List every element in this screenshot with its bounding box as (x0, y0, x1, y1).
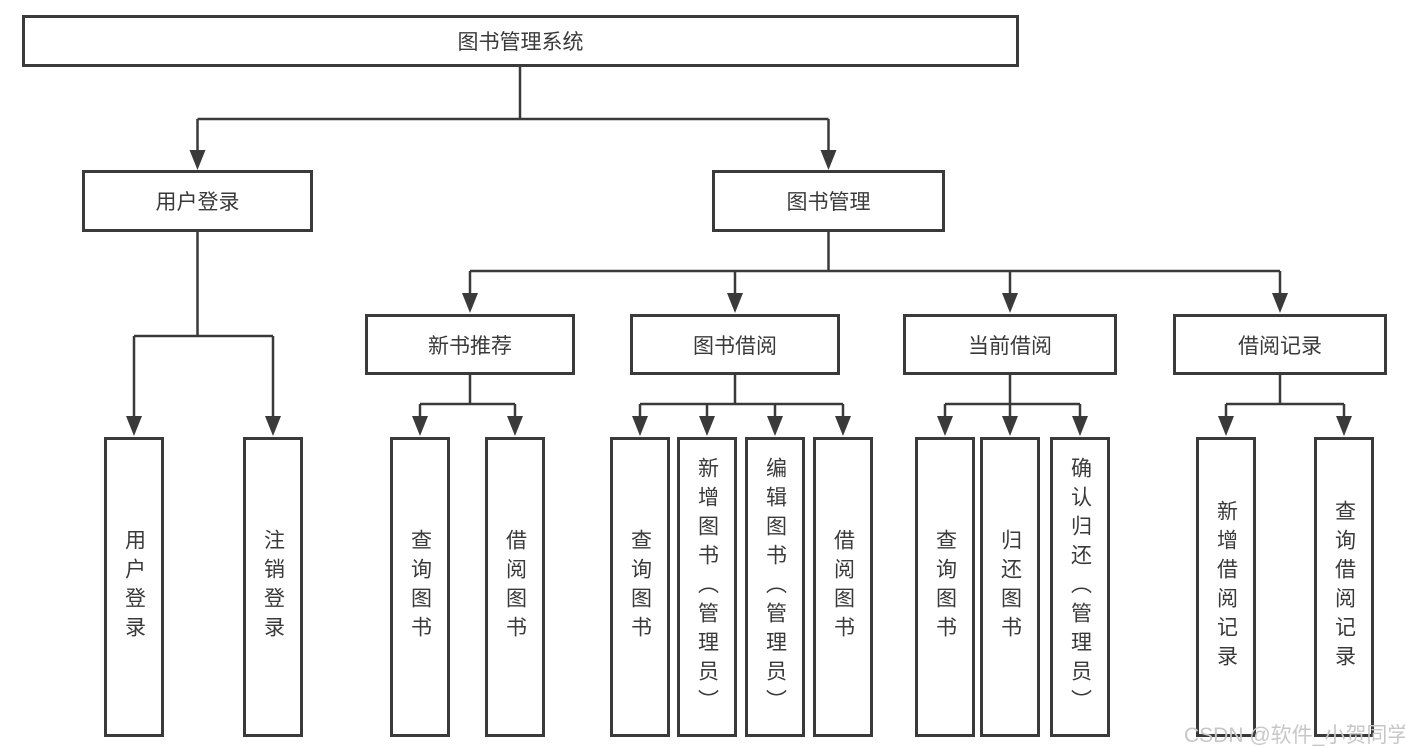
leaf-label: 查询图书 (628, 529, 652, 645)
leaf-label: 借阅图书 (831, 529, 855, 645)
leaf-label: 查询图书 (408, 529, 432, 645)
leaf-confirm-return-admin: 确认归还（管理员） (1050, 437, 1110, 737)
leaf-label: 查询借阅记录 (1332, 500, 1356, 674)
leaf-query-books-borrow: 查询图书 (610, 437, 670, 737)
leaf-label: 注销登录 (261, 529, 285, 645)
leaf-query-books-recommend: 查询图书 (390, 437, 450, 737)
csdn-watermark: CSDN @软件_小贺同学 (1184, 724, 1405, 747)
node-book-borrow: 图书借阅 (630, 314, 840, 375)
leaf-label: 编辑图书（管理员） (763, 456, 787, 718)
leaf-label: 新增图书（管理员） (695, 456, 719, 718)
leaf-label: 确认归还（管理员） (1068, 456, 1092, 718)
leaf-add-borrow-record: 新增借阅记录 (1196, 437, 1256, 737)
leaf-borrow-books-recommend: 借阅图书 (485, 437, 545, 737)
leaf-add-book-admin: 新增图书（管理员） (677, 437, 737, 737)
node-label: 图书管理 (786, 191, 871, 214)
node-user-login: 用户登录 (82, 170, 313, 232)
leaf-borrow-books: 借阅图书 (813, 437, 873, 737)
leaf-query-borrow-record: 查询借阅记录 (1314, 437, 1374, 737)
leaf-user-login: 用户登录 (104, 437, 164, 737)
leaf-query-books-current: 查询图书 (915, 437, 975, 737)
leaf-return-book: 归还图书 (980, 437, 1040, 737)
leaf-label: 新增借阅记录 (1214, 500, 1238, 674)
arrowheads (126, 150, 1352, 436)
leaf-label: 用户登录 (122, 529, 146, 645)
node-label: 用户登录 (155, 191, 240, 214)
node-label: 图书管理系统 (457, 31, 584, 54)
leaf-label: 借阅图书 (503, 529, 527, 645)
node-label: 新书推荐 (428, 334, 512, 358)
node-current-borrow: 当前借阅 (903, 314, 1117, 375)
node-root-system: 图书管理系统 (22, 15, 1019, 67)
node-label: 图书借阅 (693, 334, 777, 358)
node-label: 当前借阅 (968, 334, 1052, 358)
leaf-label: 查询图书 (933, 529, 957, 645)
node-new-book-recommend: 新书推荐 (365, 314, 575, 375)
leaf-label: 归还图书 (998, 529, 1022, 645)
node-book-management: 图书管理 (712, 170, 945, 232)
leaf-logout: 注销登录 (243, 437, 303, 737)
node-borrow-records: 借阅记录 (1173, 314, 1387, 375)
node-label: 借阅记录 (1238, 334, 1322, 358)
leaf-edit-book-admin: 编辑图书（管理员） (745, 437, 805, 737)
